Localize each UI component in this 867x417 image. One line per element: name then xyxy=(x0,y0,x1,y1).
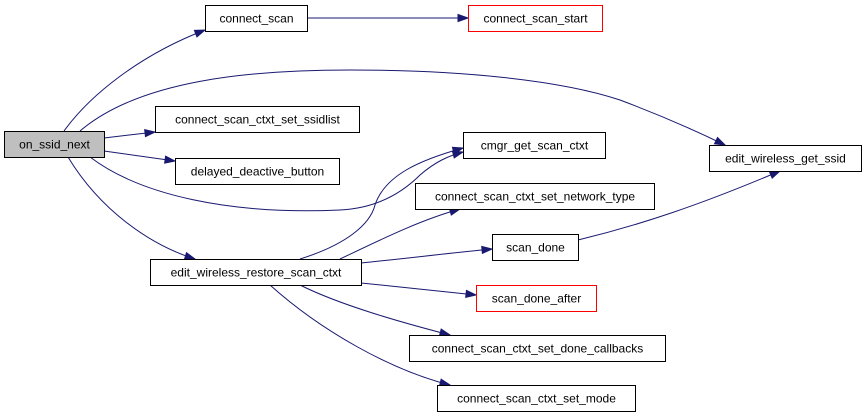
node-connect_scan_ctxt_set_done_callbacks[interactable]: connect_scan_ctxt_set_done_callbacks xyxy=(409,335,666,362)
node-box xyxy=(476,285,597,312)
edge-line xyxy=(63,29,206,132)
edge-line xyxy=(79,69,726,146)
node-box xyxy=(205,5,308,32)
node-label: connect_scan_ctxt_set_network_type xyxy=(435,190,635,204)
node-edit_wireless_restore_scan_ctxt[interactable]: edit_wireless_restore_scan_ctxt xyxy=(150,259,362,286)
edge-line xyxy=(299,284,451,336)
node-label: scan_done xyxy=(506,241,565,255)
node-label: scan_done_after xyxy=(492,292,581,306)
node-label: connect_scan_ctxt_set_ssidlist xyxy=(175,113,340,127)
node-connect_scan[interactable]: connect_scan xyxy=(205,5,308,32)
node-label: connect_scan_ctxt_set_mode xyxy=(457,392,616,406)
node-label: connect_scan_start xyxy=(483,12,588,26)
edge-on_ssid_next-to-connect_scan xyxy=(63,29,207,132)
edge-on_ssid_next-to-connect_scan_ctxt_set_ssidlist xyxy=(103,129,157,139)
arrowhead-icon xyxy=(438,328,452,337)
node-label: edit_wireless_restore_scan_ctxt xyxy=(171,266,342,280)
arrowhead-icon xyxy=(457,13,470,23)
arrowhead-icon xyxy=(481,245,494,255)
edge-line xyxy=(89,151,464,212)
node-box xyxy=(709,145,862,172)
node-label: on_ssid_next xyxy=(19,138,90,152)
node-connect_scan_ctxt_set_network_type[interactable]: connect_scan_ctxt_set_network_type xyxy=(415,183,655,210)
edge-line xyxy=(360,248,493,264)
edge-line xyxy=(577,170,781,241)
arrowhead-icon xyxy=(193,29,207,38)
edge-edit_wireless_restore_scan_ctxt-to-cmgr_get_scan_ctxt xyxy=(299,146,465,260)
node-scan_done_after[interactable]: scan_done_after xyxy=(476,285,597,312)
node-delayed_deactive_button[interactable]: delayed_deactive_button xyxy=(175,158,340,185)
edge-line xyxy=(269,284,451,386)
arrowhead-icon xyxy=(465,289,478,299)
node-label: connect_scan xyxy=(219,12,293,26)
edge-edit_wireless_restore_scan_ctxt-to-connect_scan_ctxt_set_mode xyxy=(269,284,452,387)
edge-edit_wireless_restore_scan_ctxt-to-connect_scan_ctxt_set_network_type xyxy=(339,207,462,260)
node-box xyxy=(175,158,340,185)
edge-line xyxy=(299,147,464,260)
node-box xyxy=(155,106,360,133)
node-connect_scan_ctxt_set_ssidlist[interactable]: connect_scan_ctxt_set_ssidlist xyxy=(155,106,360,133)
edge-line xyxy=(360,282,477,296)
node-box xyxy=(492,234,579,261)
node-box xyxy=(468,5,603,32)
node-connect_scan_start[interactable]: connect_scan_start xyxy=(468,5,603,32)
node-cmgr_get_scan_ctxt[interactable]: cmgr_get_scan_ctxt xyxy=(463,132,606,159)
edge-connect_scan-to-connect_scan_start xyxy=(307,13,470,23)
node-box xyxy=(415,183,655,210)
node-edit_wireless_get_ssid[interactable]: edit_wireless_get_ssid xyxy=(709,145,862,172)
edge-edit_wireless_restore_scan_ctxt-to-scan_done_after xyxy=(360,282,478,299)
edge-line xyxy=(339,208,461,260)
node-box xyxy=(4,131,105,158)
edge-on_ssid_next-to-edit_wireless_get_ssid xyxy=(79,69,727,146)
node-box xyxy=(409,335,666,362)
edge-on_ssid_next-to-edit_wireless_restore_scan_ctxt xyxy=(67,156,197,260)
call-edges xyxy=(63,13,782,387)
node-label: edit_wireless_get_ssid xyxy=(725,152,846,166)
arrowhead-icon xyxy=(144,129,157,138)
arrowhead-icon xyxy=(451,146,465,155)
edge-on_ssid_next-to-delayed_deactive_button xyxy=(103,150,177,164)
node-label: cmgr_get_scan_ctxt xyxy=(481,139,589,153)
node-label: delayed_deactive_button xyxy=(191,165,324,179)
edge-line xyxy=(103,150,176,162)
node-on_ssid_next[interactable]: on_ssid_next xyxy=(4,131,105,158)
node-scan_done[interactable]: scan_done xyxy=(492,234,579,261)
node-box xyxy=(437,385,636,412)
node-box xyxy=(150,259,362,286)
edge-line xyxy=(67,156,196,260)
node-label: connect_scan_ctxt_set_done_callbacks xyxy=(432,342,643,356)
arrowhead-icon xyxy=(713,136,727,146)
arrowhead-icon xyxy=(768,170,782,179)
edge-edit_wireless_restore_scan_ctxt-to-connect_scan_ctxt_set_done_callbacks xyxy=(299,284,452,337)
call-nodes: on_ssid_next connect_scan connect_scan_sta… xyxy=(4,5,862,412)
arrowhead-icon xyxy=(438,378,452,387)
node-box xyxy=(463,132,606,159)
edge-edit_wireless_restore_scan_ctxt-to-scan_done xyxy=(360,245,494,264)
arrowhead-icon xyxy=(183,251,197,260)
node-connect_scan_ctxt_set_mode[interactable]: connect_scan_ctxt_set_mode xyxy=(437,385,636,412)
arrowhead-icon xyxy=(164,155,177,164)
